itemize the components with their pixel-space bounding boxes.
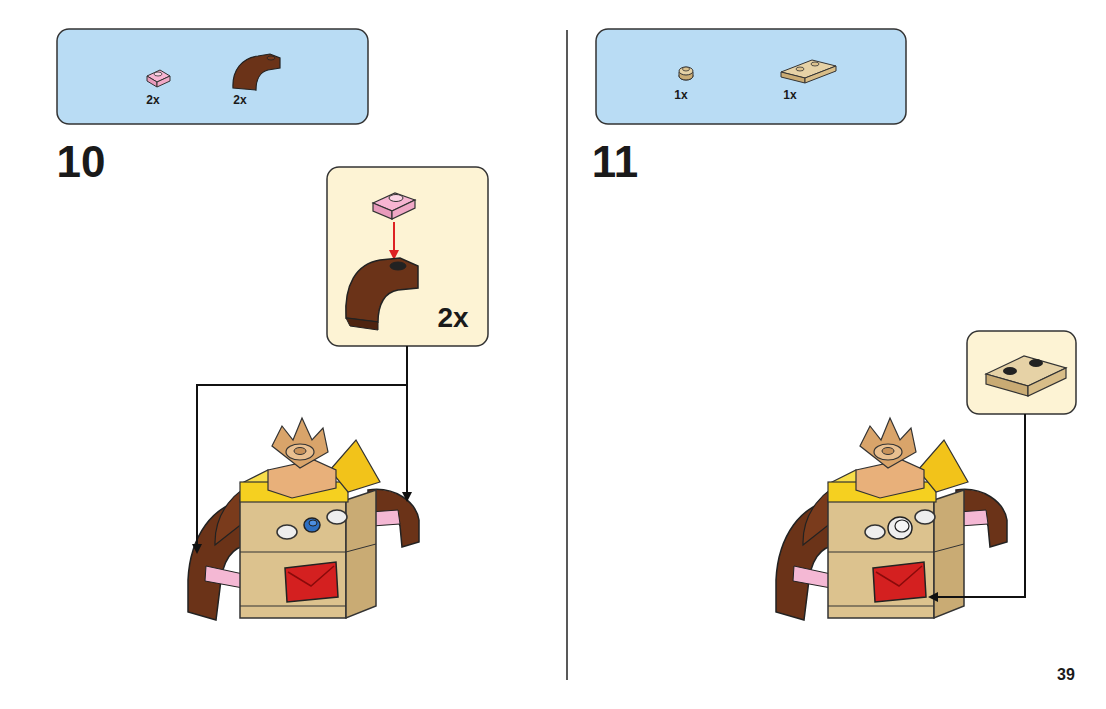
part-count: 1x: [674, 89, 687, 101]
part-count: 2x: [146, 94, 159, 106]
part-count: 1x: [783, 89, 796, 101]
parts-list-box: 2x 2x: [57, 29, 368, 124]
callout-box: 2x: [327, 167, 488, 346]
page-number: 39: [1057, 667, 1075, 683]
part-count: 2x: [437, 304, 468, 332]
part-count: 2x: [233, 94, 246, 106]
parts-list-box: 1x 1x: [596, 29, 906, 124]
step-number: 10: [57, 140, 106, 184]
step-number: 11: [592, 140, 639, 184]
